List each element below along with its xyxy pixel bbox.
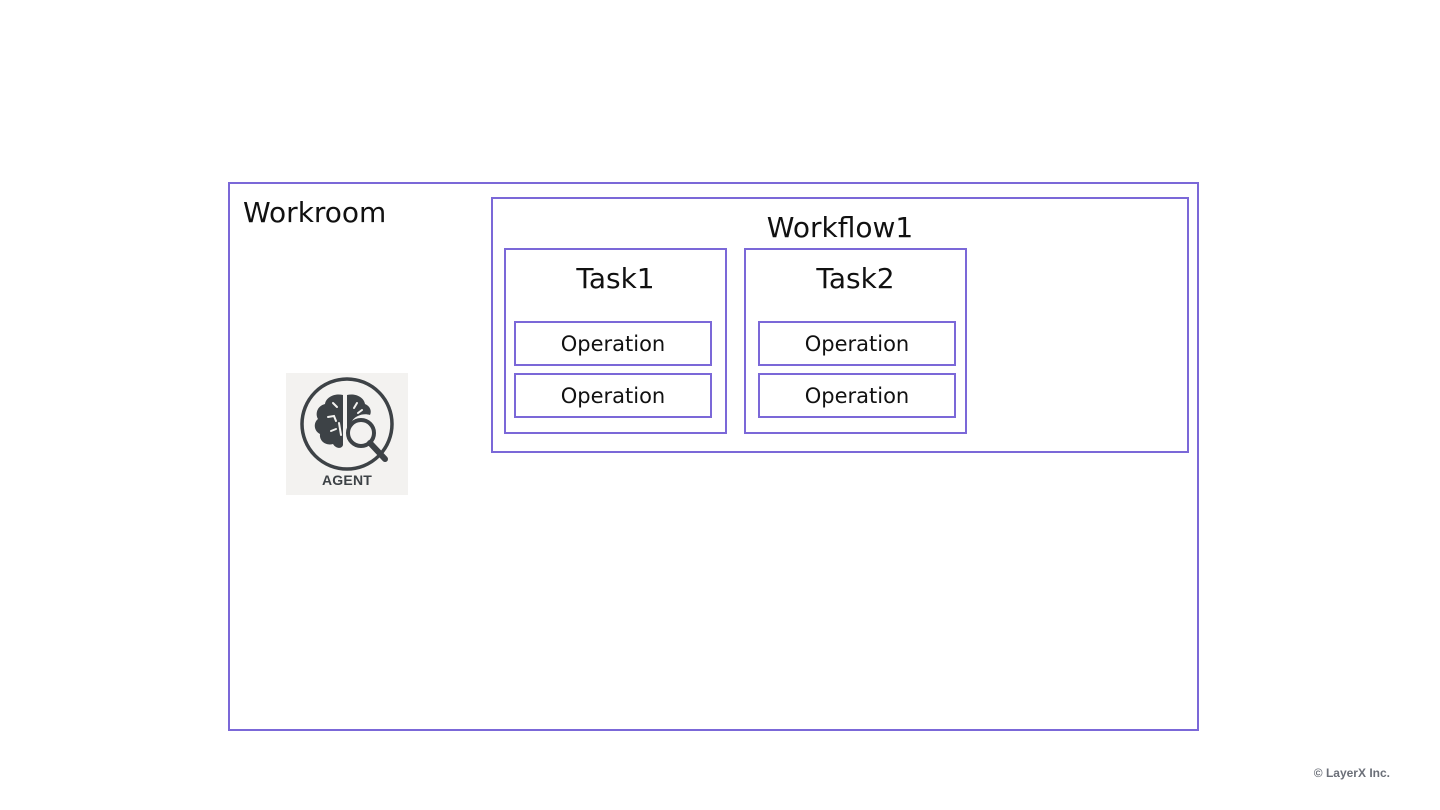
copyright-footer: © LayerX Inc.: [1313, 766, 1390, 780]
brain-search-icon: [300, 377, 394, 471]
operation-box: Operation: [514, 373, 712, 418]
workflow-title: Workflow1: [766, 211, 914, 244]
task-title: Task1: [576, 262, 655, 295]
task-title: Task2: [816, 262, 895, 295]
task-box: Task2 Operation Operation: [744, 248, 967, 434]
workroom-title: Workroom: [243, 196, 387, 229]
agent-label: AGENT: [322, 472, 372, 488]
operation-box: Operation: [514, 321, 712, 366]
operation-box: Operation: [758, 321, 956, 366]
operation-box: Operation: [758, 373, 956, 418]
task-box: Task1 Operation Operation: [504, 248, 727, 434]
agent-card: AGENT: [286, 373, 408, 495]
